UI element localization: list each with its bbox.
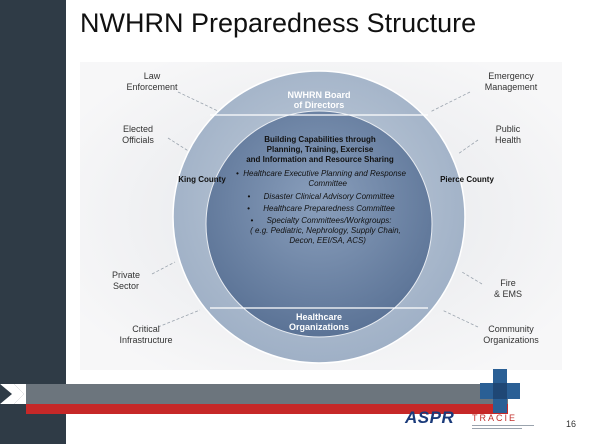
partner-elected-officials: Elected Officials xyxy=(122,124,154,145)
committee-item: • Specialty Committees/Workgroups: ( e.g… xyxy=(250,216,401,245)
committee-item: • Healthcare Executive Planning and Resp… xyxy=(235,169,406,188)
diagram-graphic xyxy=(80,62,562,370)
footer-red-stripe xyxy=(26,404,508,414)
partner-public-health: Public Health xyxy=(494,124,521,145)
slide-title: NWHRN Preparedness Structure xyxy=(80,8,477,38)
tracie-tagline-graphic xyxy=(472,425,534,429)
footer-gray-stripe xyxy=(26,384,508,404)
pierce-county-label: Pierce County xyxy=(440,175,494,184)
healthcare-organizations-label: Healthcare Organizations xyxy=(288,312,349,332)
footer-graphic xyxy=(0,382,508,444)
partner-critical-infrastructure: Critical Infrastructure xyxy=(119,324,173,345)
partner-fire-ems: Fire & EMS xyxy=(493,278,522,299)
page-number: 16 xyxy=(566,419,577,429)
inner-circle xyxy=(205,110,433,338)
core-capabilities-label: Building Capabilities through Planning, … xyxy=(246,135,394,164)
partner-private-sector: Private Sector xyxy=(111,270,140,291)
medical-cross-icon xyxy=(480,369,520,413)
aspr-logo: ASPR xyxy=(405,408,455,427)
partner-emergency-management: Emergency Management xyxy=(484,71,538,92)
tracie-logo: TRACIE xyxy=(472,413,518,423)
partner-law-enforcement: Law Enforcement xyxy=(126,71,178,92)
board-label: NWHRN Board of Directors xyxy=(287,90,351,110)
committee-item: • Healthcare Preparedness Committee xyxy=(247,204,395,213)
king-county-label: King County xyxy=(178,175,226,184)
connector-lines xyxy=(151,91,483,328)
partner-community-organizations: Community Organizations xyxy=(483,324,539,345)
preparedness-diagram: NWHRN Board of Directors Building Capabi… xyxy=(80,62,562,370)
committee-item: • Disaster Clinical Advisory Committee xyxy=(247,192,395,201)
left-accent-bar xyxy=(0,0,66,444)
